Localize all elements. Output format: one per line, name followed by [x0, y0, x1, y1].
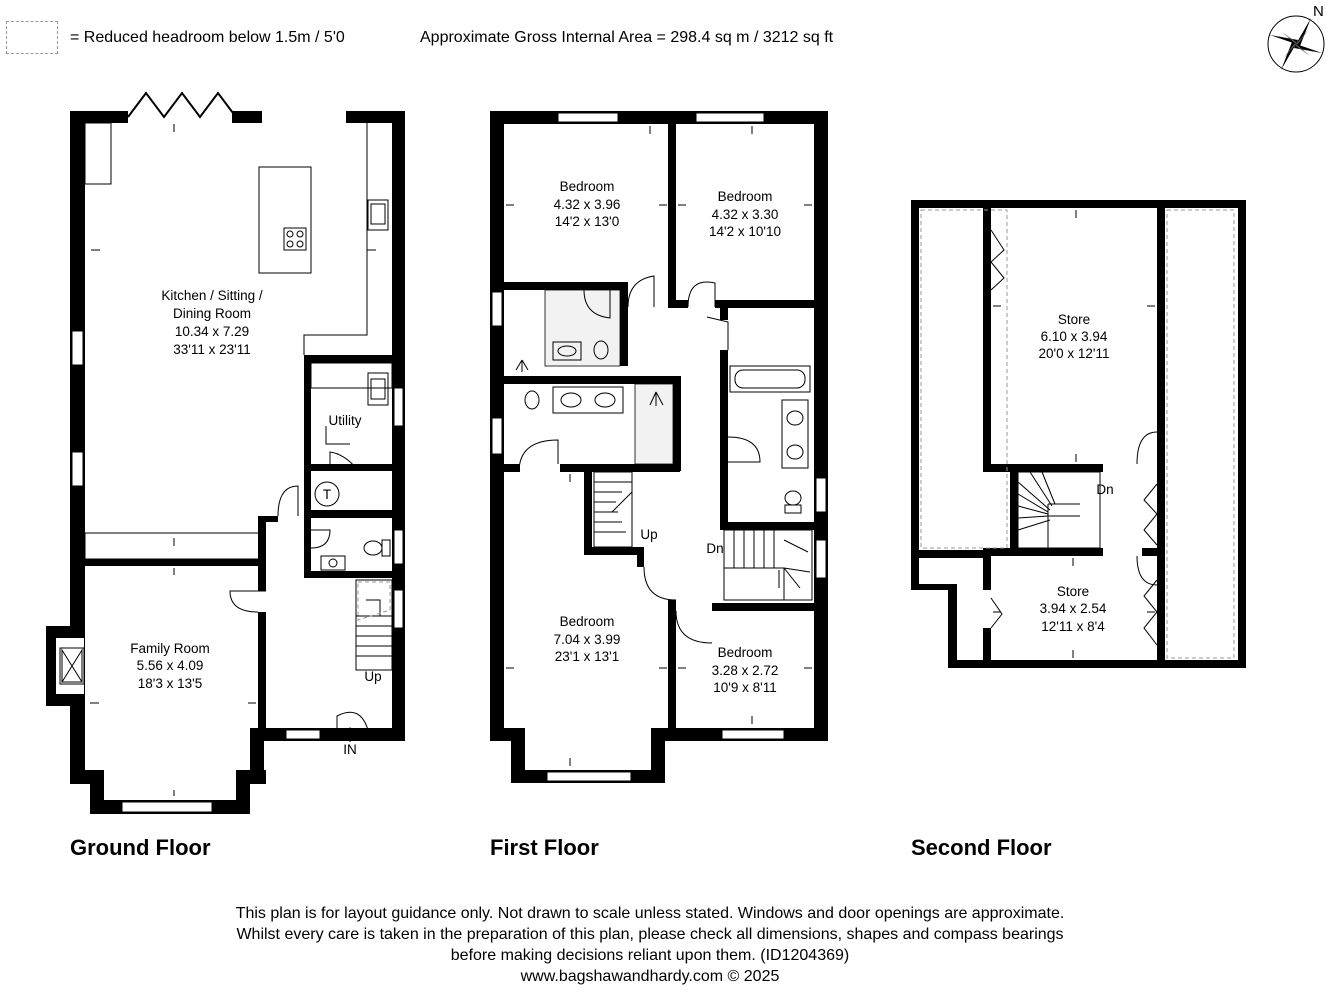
- gross-area-text: Approximate Gross Internal Area = 298.4 …: [420, 29, 834, 46]
- ground-floor-plan: T Up IN: [46, 91, 405, 814]
- second-floor-title: Second Floor: [911, 835, 1052, 860]
- second-dimension-arrows: [993, 210, 1155, 658]
- kitchen-name-line-2: Dining Room: [173, 306, 251, 321]
- copyright-text: © 2025: [727, 968, 780, 985]
- disclaimer-line-3: before making decisions reliant upon the…: [450, 947, 850, 964]
- ground-floor-title: Ground Floor: [70, 835, 211, 860]
- legend-text: = Reduced headroom below 1.5m / 5'0: [70, 29, 345, 46]
- family-room-name: Family Room: [130, 641, 210, 656]
- first-stairs-down-label: Dn: [706, 541, 723, 556]
- bedroom-2-imperial: 14'2 x 10'10: [709, 224, 781, 239]
- ground-stairs-up-label: Up: [364, 669, 381, 684]
- compass-north-label: N: [1313, 3, 1324, 20]
- store-2-imperial: 12'11 x 8'4: [1041, 619, 1105, 634]
- store-1-name: Store: [1058, 312, 1090, 327]
- bedroom-1-imperial: 14'2 x 13'0: [555, 214, 619, 229]
- website-text: www.bagshawandhardy.com: [520, 968, 724, 985]
- second-floor-plan: Dn Store 6.10 x 3.94 20'0 x 12'11 Store …: [911, 200, 1246, 668]
- store-1-imperial: 20'0 x 12'11: [1039, 346, 1110, 361]
- bedroom-4-metric: 3.28 x 2.72: [712, 663, 779, 678]
- bedroom-3-name: Bedroom: [560, 614, 615, 629]
- bedroom-3-metric: 7.04 x 3.99: [554, 632, 621, 647]
- bedroom-2-name: Bedroom: [718, 189, 773, 204]
- compass-icon: N: [1267, 3, 1325, 73]
- bedroom-1-name: Bedroom: [560, 179, 615, 194]
- reduced-headroom-legend-swatch: [6, 21, 58, 54]
- disclaimer-line-1: This plan is for layout guidance only. N…: [235, 905, 1065, 922]
- first-floor-title: First Floor: [490, 835, 599, 860]
- bedroom-4-imperial: 10'9 x 8'11: [713, 680, 776, 695]
- utility-name: Utility: [329, 413, 362, 428]
- first-stairs-up-label: Up: [640, 527, 657, 542]
- bedroom-1-metric: 4.32 x 3.96: [554, 197, 621, 212]
- family-room-imperial: 18'3 x 13'5: [138, 676, 202, 691]
- store-1-metric: 6.10 x 3.94: [1041, 329, 1108, 344]
- second-stairs-down-label: Dn: [1096, 482, 1113, 497]
- bedroom-4-name: Bedroom: [718, 645, 773, 660]
- store-2-metric: 3.94 x 2.54: [1040, 601, 1107, 616]
- kitchen-name-line-1: Kitchen / Sitting /: [161, 288, 263, 303]
- first-floor-plan: Up Dn: [490, 111, 828, 783]
- disclaimer: This plan is for layout guidance only. N…: [150, 903, 1150, 987]
- disclaimer-line-2: Whilst every care is taken in the prepar…: [236, 926, 1064, 943]
- kitchen-metric: 10.34 x 7.29: [175, 324, 249, 339]
- bedroom-2-metric: 4.32 x 3.30: [712, 207, 779, 222]
- ground-dimension-arrows: [90, 124, 376, 796]
- first-dimension-arrows: [506, 126, 812, 766]
- store-2-name: Store: [1057, 584, 1089, 599]
- kitchen-imperial: 33'11 x 23'11: [173, 342, 250, 357]
- tank-label: T: [323, 487, 331, 502]
- entrance-label: IN: [343, 742, 357, 757]
- disclaimer-website-line: www.bagshawandhardy.com © 2025: [150, 966, 1150, 987]
- bedroom-3-imperial: 23'1 x 13'1: [555, 649, 619, 664]
- family-room-metric: 5.56 x 4.09: [137, 658, 204, 673]
